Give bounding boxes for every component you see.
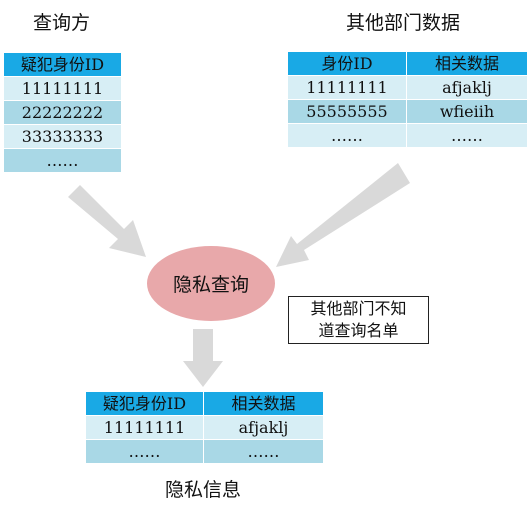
result-row-1-data: afjaklj <box>203 415 324 440</box>
result-table: 疑犯身份ID 相关数据 11111111 afjaklj …… …… <box>85 391 324 464</box>
querier-row-2: 22222222 <box>3 100 122 125</box>
result-header-data: 相关数据 <box>203 391 324 416</box>
department-header-id: 身份ID <box>287 51 407 76</box>
arrow-query-to-result <box>183 329 223 387</box>
department-row-2-id: 55555555 <box>287 99 407 124</box>
department-row-3-data: …… <box>406 123 528 148</box>
querier-row-4: …… <box>3 148 122 173</box>
arrow-querier-to-query <box>68 185 146 257</box>
querier-title: 查询方 <box>33 12 91 34</box>
result-title: 隐私信息 <box>165 479 242 501</box>
department-header-data: 相关数据 <box>406 51 528 76</box>
result-row-1-id: 11111111 <box>85 415 204 440</box>
arrow-department-to-query <box>276 163 410 267</box>
note-line-2: 道查询名单 <box>318 321 399 340</box>
department-row-2-data: wfieiih <box>406 99 528 124</box>
result-row-2-id: …… <box>85 439 204 464</box>
privacy-query-node: 隐私查询 <box>147 246 275 321</box>
querier-table: 疑犯身份ID 11111111 22222222 33333333 …… <box>3 52 122 173</box>
department-title: 其他部门数据 <box>346 12 461 34</box>
note-box: 其他部门不知 道查询名单 <box>288 296 429 344</box>
querier-row-1: 11111111 <box>3 76 122 101</box>
department-row-1-data: afjaklj <box>406 75 528 100</box>
querier-header: 疑犯身份ID <box>3 52 122 77</box>
querier-row-3: 33333333 <box>3 124 122 149</box>
privacy-query-label: 隐私查询 <box>172 274 249 296</box>
result-header-id: 疑犯身份ID <box>85 391 204 416</box>
department-row-3-id: …… <box>287 123 407 148</box>
result-row-2-data: …… <box>203 439 324 464</box>
department-table: 身份ID 相关数据 11111111 afjaklj 55555555 wfie… <box>287 51 528 148</box>
note-line-1: 其他部门不知 <box>310 299 407 318</box>
department-row-1-id: 11111111 <box>287 75 407 100</box>
